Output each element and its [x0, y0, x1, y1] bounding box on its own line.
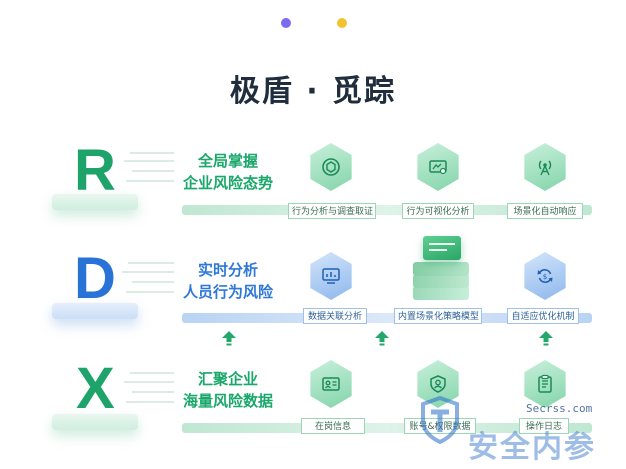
speed-line	[122, 271, 174, 273]
up-arrow-icon	[222, 331, 236, 346]
letter-platform	[52, 194, 138, 210]
letter-d: D	[74, 246, 116, 311]
feature-tag: 在岗信息	[301, 418, 365, 434]
subtitle-line: 企业风险态势	[182, 174, 273, 192]
up-arrow-icon	[539, 331, 553, 346]
id-card-icon	[322, 377, 340, 391]
letter-r: R	[74, 138, 116, 203]
stack-card-line	[429, 249, 447, 251]
svg-text:$: $	[543, 273, 547, 281]
hex-tile	[524, 143, 566, 191]
row-band	[182, 423, 592, 433]
feature-tag: 账号&权限数据	[404, 418, 476, 434]
feature-tag: 数据关联分析	[303, 308, 367, 324]
stack-layer	[413, 274, 469, 288]
row-r-subtitle: 全局掌握 企业风险态势	[168, 150, 288, 194]
hex-tile	[310, 360, 352, 408]
speed-line	[126, 291, 174, 293]
broadcast-tower-icon	[538, 160, 552, 176]
speed-line	[132, 170, 174, 172]
letter-platform	[52, 414, 138, 430]
speed-line	[132, 391, 174, 393]
subtitle-line: 海量风险数据	[182, 392, 273, 410]
feature-tag: 场景化自动响应	[507, 203, 583, 219]
speed-line	[124, 381, 174, 383]
feature-tag: 行为分析与调查取证	[288, 203, 376, 219]
hex-tile	[417, 360, 459, 408]
feature-tag: 自适应优化机制	[507, 308, 579, 324]
subtitle-line: 人员行为风险	[182, 283, 273, 301]
row-x-subtitle: 汇聚企业 海量风险数据	[168, 368, 288, 412]
speed-line	[126, 401, 174, 403]
speed-line	[130, 152, 174, 154]
row-band	[182, 313, 592, 323]
speed-line	[126, 180, 174, 182]
stack-layer	[413, 262, 469, 276]
hex-tile	[417, 143, 459, 191]
yellow-dot	[337, 18, 347, 28]
speed-line	[132, 281, 174, 283]
stack-card	[423, 236, 461, 260]
document-log-icon	[538, 374, 552, 393]
cube-icon	[322, 158, 340, 176]
hex-tile	[310, 252, 352, 300]
stack-layer	[413, 286, 469, 300]
feature-tag: 内置场景化策略模型	[394, 308, 482, 324]
speed-line	[128, 262, 174, 264]
purple-dot	[281, 18, 291, 28]
subtitle-line: 汇聚企业	[197, 370, 258, 388]
feature-tag: 操作日志	[519, 418, 569, 434]
user-shield-icon	[430, 375, 446, 393]
subtitle-line: 全局掌握	[197, 152, 258, 170]
subtitle-line: 实时分析	[197, 261, 258, 279]
sync-cycle-icon: $	[537, 269, 553, 283]
letter-platform	[52, 303, 138, 319]
row-d-subtitle: 实时分析 人员行为风险	[168, 259, 288, 303]
monitor-chart-icon	[322, 268, 340, 284]
hex-tile	[310, 143, 352, 191]
watermark-site: Secrss.com	[526, 402, 593, 415]
up-arrow-icon	[375, 331, 389, 346]
hex-tile: $	[524, 252, 566, 300]
feature-tag: 行为可视化分析	[402, 203, 474, 219]
speed-line	[130, 372, 174, 374]
page-title: 极盾 · 觅踪	[229, 74, 397, 109]
chart-eye-icon	[429, 160, 447, 175]
row-band	[182, 205, 592, 215]
hex-tile	[524, 360, 566, 408]
speed-line	[124, 160, 174, 162]
stack-card-line	[429, 243, 455, 245]
letter-x: X	[76, 356, 115, 421]
